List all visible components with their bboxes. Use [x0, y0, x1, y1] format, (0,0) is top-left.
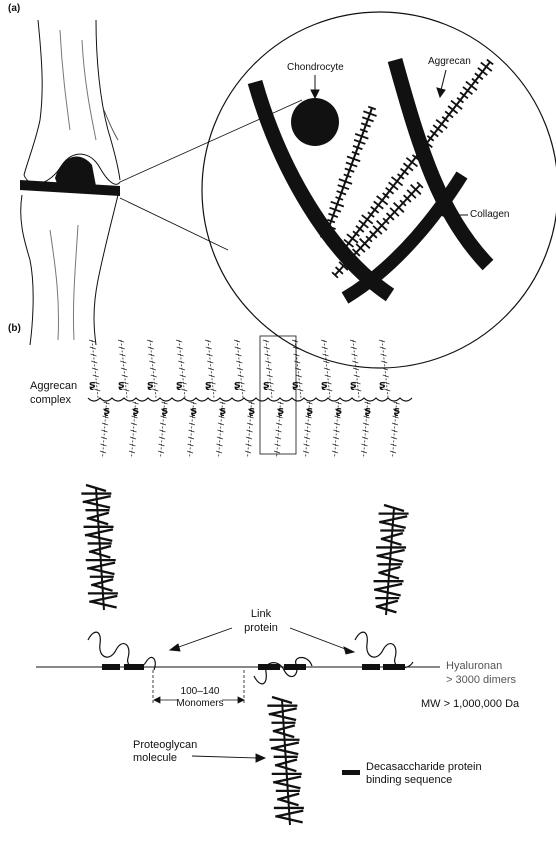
aggrecan-bristle: [448, 106, 457, 113]
complex-link-glyph: ʂ: [104, 404, 111, 417]
complex-link-glyph: ʂ: [350, 378, 357, 391]
proteoglycan-monomers: [81, 485, 413, 825]
complex-hyaluronan-backbone: [88, 398, 412, 401]
complex-link-glyph: ʂ: [307, 404, 314, 417]
aggrecan-bristle: [374, 201, 383, 208]
monomer-right: [374, 505, 409, 615]
aggrecan-complex-strip: ʂʂʂʂʂʂʂʂʂʂʂʂʂʂʂʂʂʂʂʂʂʂ: [88, 340, 412, 458]
link-region-0: [88, 632, 155, 670]
complex-link-glyph: ʂ: [220, 404, 227, 417]
collagen-fiber-cross: [345, 175, 462, 298]
aggrecan-bristle: [359, 220, 368, 227]
complex-link-glyph: ʂ: [205, 378, 212, 391]
aggrecan-bristle: [466, 82, 477, 91]
panel-b-label: (b): [8, 323, 21, 335]
monomer-left: [81, 485, 118, 610]
spacing-label-2: Monomers: [170, 698, 230, 710]
complex-link-glyph: ʂ: [379, 378, 386, 391]
proteoglycan-label-1: Proteoglycan: [133, 739, 197, 752]
aggrecan-bristle: [360, 129, 368, 132]
aggrecan-bristle: [403, 163, 412, 170]
complex-link-glyph: ʂ: [176, 378, 183, 391]
spacing-label-1: 100–140: [170, 686, 230, 698]
chondrocyte-cell: [291, 98, 339, 146]
complex-link-glyph: ʂ: [191, 404, 198, 417]
proteoglycan-label-2: molecule: [133, 752, 177, 765]
aggrecan-complex-label-1: Aggrecan: [30, 380, 77, 393]
complex-link-glyph: ʂ: [292, 378, 299, 391]
proteoglycan-arrow: [192, 754, 265, 762]
condyle-notch-shading: [55, 156, 96, 186]
link-protein-label-2: protein: [236, 622, 286, 635]
complex-link-glyph: ʂ: [162, 404, 169, 417]
aggrecan-bristle: [377, 196, 388, 205]
aggrecan-bristle: [451, 101, 462, 110]
aggrecan-bristle: [368, 107, 376, 110]
aggrecan-bristle: [478, 68, 487, 75]
panel-a-label: (a): [8, 3, 20, 15]
complex-link-glyph: ʂ: [278, 404, 285, 417]
aggrecan-bristle: [347, 234, 358, 243]
mw-label: MW > 1,000,000 Da: [421, 698, 519, 711]
chondrocyte-label: Chondrocyte: [287, 62, 344, 74]
decasaccharide-label-2: binding sequence: [366, 774, 452, 787]
complex-highlight-box: [260, 336, 296, 454]
complex-link-glyph: ʂ: [263, 378, 270, 391]
aggrecan-core-1: [345, 62, 490, 248]
complex-link-glyph: ʂ: [365, 404, 372, 417]
complex-link-glyph: ʂ: [89, 378, 96, 391]
link-region-1: [355, 632, 413, 668]
aggrecan-bristle: [389, 182, 398, 189]
aggrecan-bristle: [344, 174, 352, 177]
complex-link-glyph: ʂ: [147, 378, 154, 391]
complex-link-glyph: ʂ: [321, 378, 328, 391]
complex-link-glyph: ʂ: [336, 404, 343, 417]
decasaccharide-label-1: Decasaccharide protein: [366, 761, 482, 774]
complex-link-glyph: ʂ: [234, 378, 241, 391]
complex-link-glyph: ʂ: [249, 404, 256, 417]
collagen-label: Collagen: [470, 209, 509, 221]
hyaluronan-label-1: Hyaluronan: [446, 660, 502, 673]
hyaluronan-label-2: > 3000 dimers: [446, 674, 516, 687]
aggrecan-label: Aggrecan: [428, 56, 471, 68]
aggrecan-bristle: [481, 62, 492, 71]
complex-link-glyph: ʂ: [133, 404, 140, 417]
aggrecan-bristle: [463, 87, 472, 94]
aggrecan-bristle: [336, 197, 344, 200]
zoom-circle: [202, 12, 556, 368]
zoom-line-bottom: [120, 198, 228, 250]
aggrecan-bristle: [352, 152, 360, 155]
monomer-bottom: [267, 697, 304, 825]
aggrecan-bristle: [433, 125, 442, 132]
decasaccharide-legend-swatch: [342, 770, 360, 775]
complex-link-glyph: ʂ: [394, 404, 401, 417]
complex-link-glyph: ʂ: [118, 378, 125, 391]
aggrecan-bristle: [406, 158, 417, 167]
aggrecan-complex-label-2: complex: [30, 394, 71, 407]
aggrecan-bristle: [362, 215, 373, 224]
aggrecan-bristle: [436, 120, 447, 129]
link-protein-label-1: Link: [236, 608, 286, 621]
link-region-2: [254, 658, 312, 684]
aggrecan-bristle: [392, 177, 403, 186]
